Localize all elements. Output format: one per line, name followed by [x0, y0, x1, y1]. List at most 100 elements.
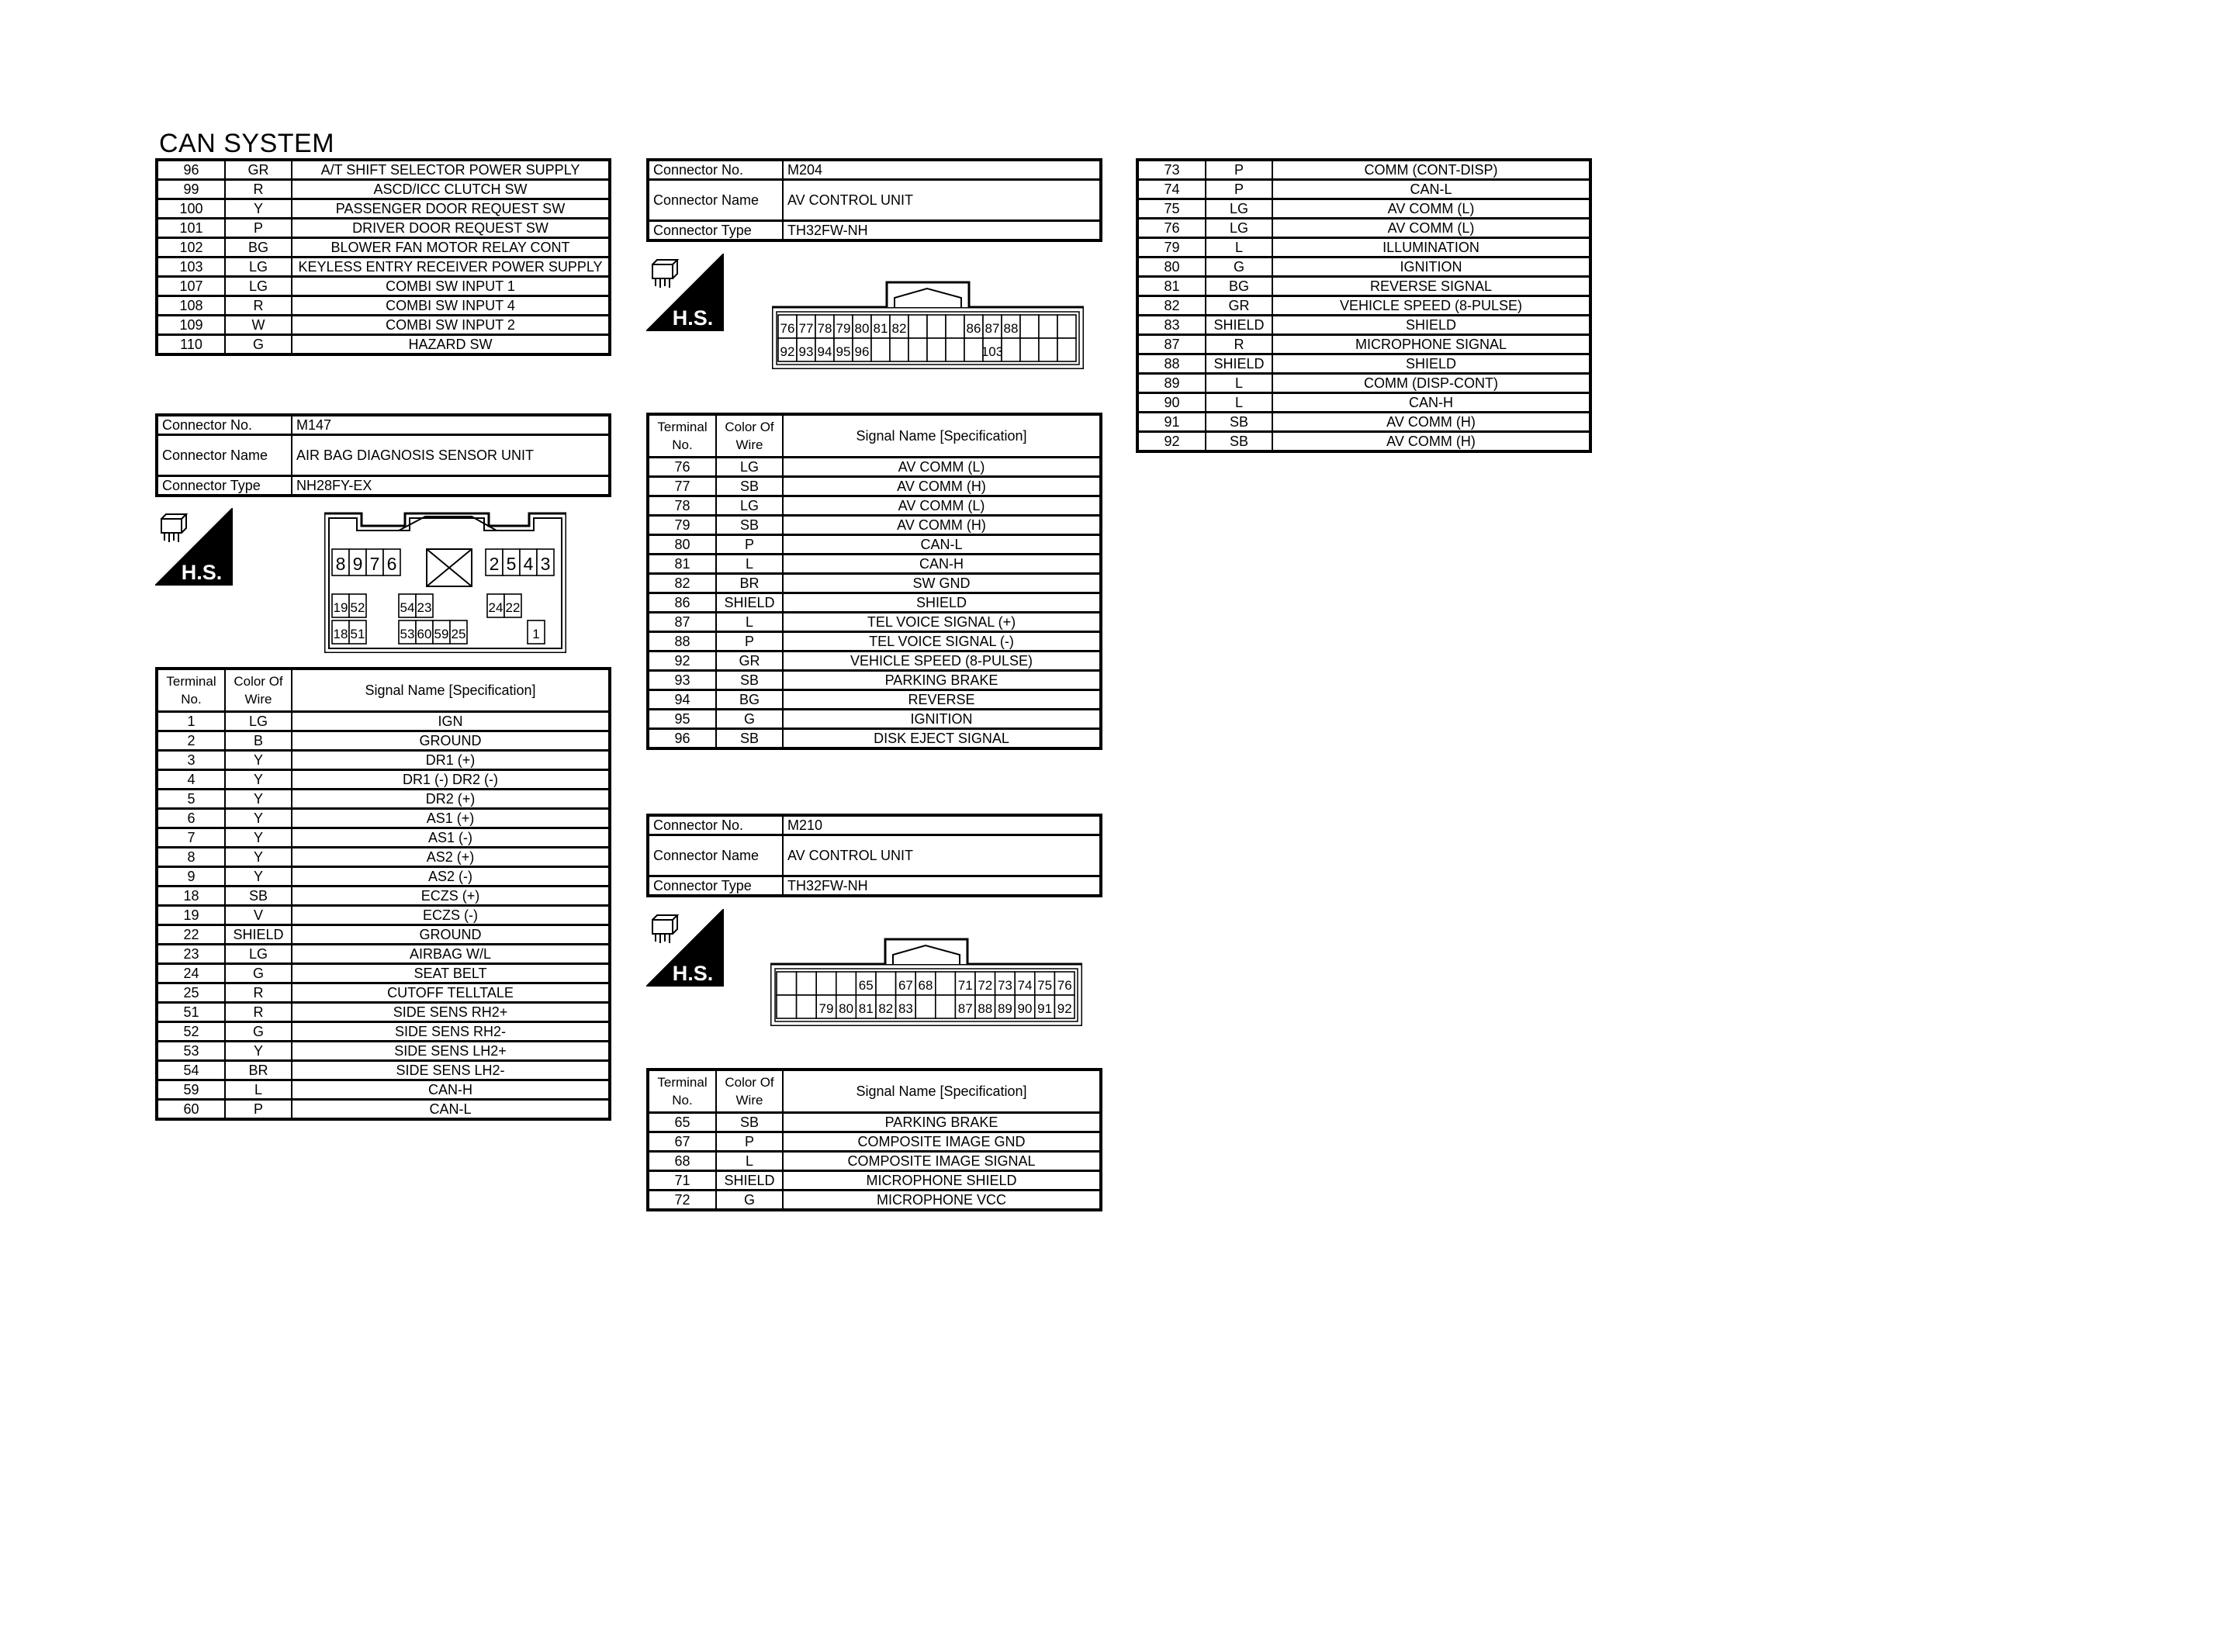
wire-color-cell: SB	[715, 728, 784, 750]
signal-name-cell: SIDE SENS RH2+	[291, 1001, 611, 1023]
signal-name-cell: CAN-H	[782, 553, 1102, 575]
signal-name-cell: MICROPHONE VCC	[782, 1189, 1102, 1211]
terminal-no-cell: 75	[1137, 198, 1206, 219]
terminal-no-cell: 72	[647, 1189, 717, 1211]
terminal-no-cell: 81	[1137, 275, 1206, 297]
signal-name-cell: SEAT BELT	[291, 963, 611, 984]
wire-color-cell: GR	[224, 159, 292, 181]
terminal-no-cell: 53	[156, 1040, 226, 1062]
page-title: CAN SYSTEM	[159, 129, 335, 158]
signal-name-cell: COMPOSITE IMAGE SIGNAL	[782, 1150, 1102, 1172]
harness-side-icon: H.S.	[155, 508, 233, 586]
wire-color-cell: G	[715, 708, 784, 730]
connector-no-label: Connector No.	[647, 159, 784, 181]
wire-color-cell: Y	[224, 827, 292, 848]
wire-color-cell: SHIELD	[224, 924, 292, 945]
terminal-no-cell: 88	[1137, 353, 1206, 375]
terminal-no-cell: 76	[647, 456, 717, 478]
connector-type-label: Connector Type	[156, 475, 292, 497]
pin-cavity	[926, 314, 946, 339]
pin-cavity	[875, 971, 897, 996]
signal-name-cell: MICROPHONE SIGNAL	[1272, 334, 1591, 355]
pin-number: 24	[489, 600, 504, 615]
signal-name-cell: COMBI SW INPUT 4	[291, 295, 611, 316]
wire-color-cell: LG	[715, 495, 784, 517]
wire-color-cell: W	[224, 314, 292, 336]
pin-cavity	[908, 337, 928, 362]
pin-number: 19	[334, 600, 348, 615]
m204-terminal-table: Terminal No. Color Of Wire Signal Name […	[646, 413, 1102, 750]
terminal-no-cell: 80	[1137, 256, 1206, 278]
color-of-wire-header: Color Of Wire	[224, 668, 292, 713]
terminal-no-cell: 71	[647, 1170, 717, 1191]
pin-cavity	[875, 994, 897, 1019]
terminal-no-cell: 25	[156, 982, 226, 1004]
wire-color-cell: P	[224, 217, 292, 239]
signal-name-cell: COMBI SW INPUT 2	[291, 314, 611, 336]
wire-color-cell: LG	[224, 256, 292, 278]
signal-name-cell: BLOWER FAN MOTOR RELAY CONT	[291, 237, 611, 258]
pin-number: 87	[958, 1001, 973, 1016]
wire-color-cell: SB	[224, 885, 292, 907]
pin-cavity	[1001, 314, 1021, 339]
signal-name-cell: PASSENGER DOOR REQUEST SW	[291, 198, 611, 219]
signal-name-cell: SIDE SENS LH2+	[291, 1040, 611, 1062]
terminal-no-cell: 92	[1137, 430, 1206, 453]
pin-number: 5	[507, 554, 517, 574]
terminal-no-header: Terminal No.	[647, 413, 717, 458]
signal-name-cell: AS1 (-)	[291, 827, 611, 848]
terminal-no-cell: 60	[156, 1098, 226, 1121]
terminal-no-cell: 107	[156, 275, 226, 297]
signal-name-cell: AV COMM (L)	[1272, 198, 1591, 219]
wire-color-cell: SHIELD	[1205, 314, 1273, 336]
terminal-no-cell: 81	[647, 553, 717, 575]
terminal-no-cell: 54	[156, 1059, 226, 1081]
signal-name-cell: DR1 (-) DR2 (-)	[291, 769, 611, 790]
terminal-no-cell: 77	[647, 475, 717, 497]
signal-name-cell: COMM (DISP-CONT)	[1272, 372, 1591, 394]
terminal-no-cell: 52	[156, 1021, 226, 1042]
pin-number: 78	[818, 321, 832, 336]
wire-color-cell: BG	[1205, 275, 1273, 297]
wire-color-cell: Y	[224, 866, 292, 887]
terminal-no-cell: 96	[647, 728, 717, 750]
wire-color-cell: V	[224, 904, 292, 926]
pin-cavity	[1057, 314, 1077, 339]
terminal-no-cell: 18	[156, 885, 226, 907]
signal-name-cell: SHIELD	[1272, 314, 1591, 336]
signal-name-header: Signal Name [Specification]	[782, 413, 1102, 458]
wire-color-cell: R	[224, 982, 292, 1004]
signal-name-header: Signal Name [Specification]	[782, 1069, 1102, 1114]
signal-name-cell: AIRBAG W/L	[291, 943, 611, 965]
signal-name-cell: HAZARD SW	[291, 334, 611, 356]
pin-cavity	[974, 994, 996, 1019]
signal-name-cell: ECZS (+)	[291, 885, 611, 907]
pin-number: 90	[1018, 1001, 1033, 1016]
wire-color-cell: R	[1205, 334, 1273, 355]
m147-connector-info: Connector No. M147 Connector Name AIR BA…	[155, 413, 611, 497]
pin-cavity	[982, 314, 1002, 339]
wire-color-cell: SB	[1205, 430, 1273, 453]
pin-number: 6	[387, 554, 397, 574]
pin-number: 86	[967, 321, 981, 336]
signal-name-cell: AV COMM (L)	[782, 456, 1102, 478]
pin-number: 1	[532, 627, 539, 641]
pin-number: 52	[351, 600, 365, 615]
